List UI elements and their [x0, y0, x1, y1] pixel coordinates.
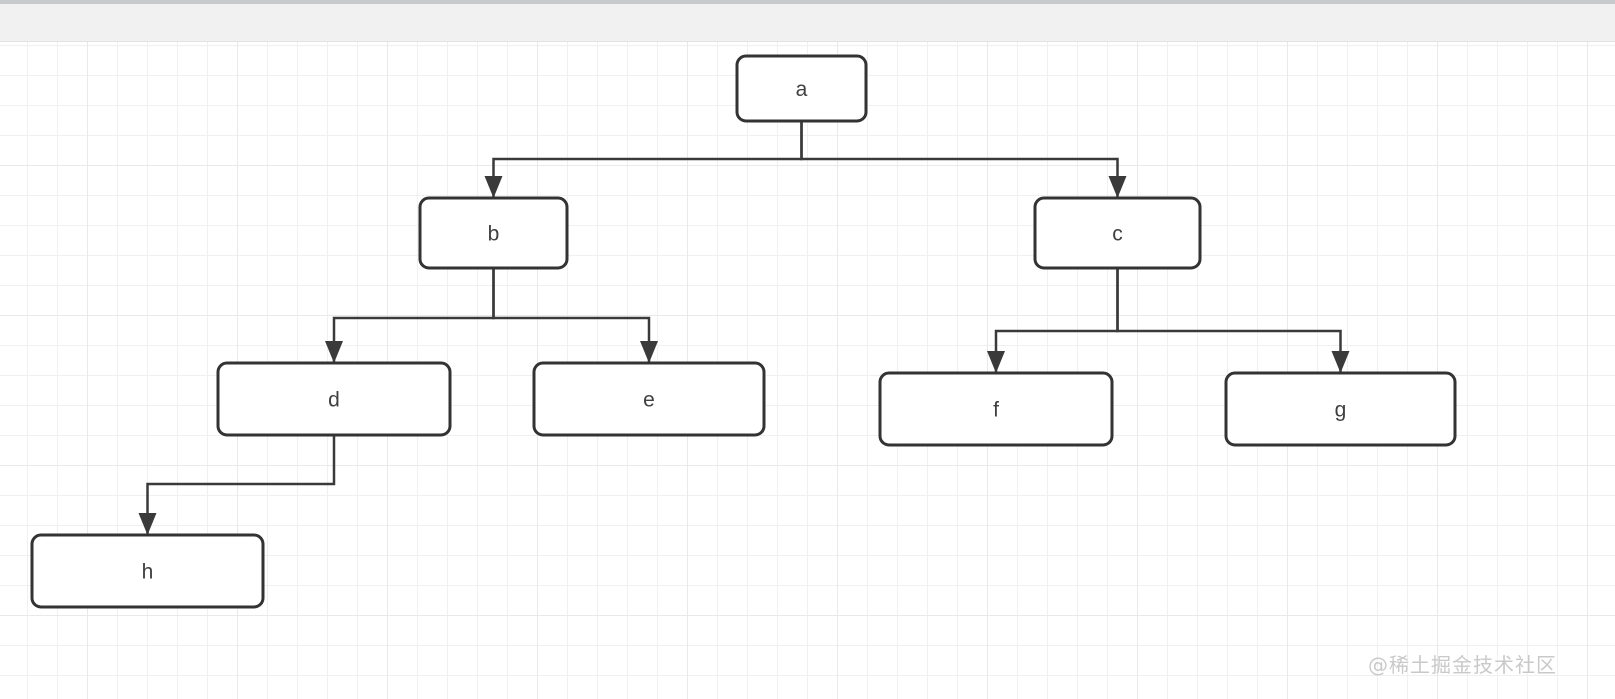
edge-a-c[interactable]	[800, 121, 1127, 198]
node-a-shape[interactable]	[735, 54, 868, 123]
node-f[interactable]: f	[878, 371, 1114, 447]
node-e[interactable]: e	[532, 361, 766, 437]
watermark: @稀土掘金技术社区	[1368, 653, 1557, 677]
node-g-shape[interactable]	[1224, 371, 1457, 447]
node-c-label: c	[1112, 223, 1123, 246]
node-d[interactable]: d	[216, 361, 452, 437]
edges-group	[138, 121, 1350, 535]
edge-d-h[interactable]	[138, 435, 336, 535]
nodes-group: a b c d e f g h	[30, 54, 1457, 609]
window-top-strip	[0, 0, 1615, 4]
node-h-label: h	[142, 561, 154, 584]
node-d-label: d	[328, 389, 340, 412]
node-f-shape[interactable]	[878, 371, 1114, 447]
node-b[interactable]: b	[418, 196, 569, 270]
node-h-shape[interactable]	[30, 533, 265, 609]
edge-b-d[interactable]	[325, 268, 495, 363]
toolbar-band	[0, 4, 1615, 42]
edge-c-f[interactable]	[987, 268, 1119, 373]
node-b-label: b	[488, 223, 500, 246]
node-f-label: f	[993, 399, 999, 422]
node-e-label: e	[643, 389, 655, 412]
node-d-shape[interactable]	[216, 361, 452, 437]
edge-b-e[interactable]	[492, 268, 658, 363]
edge-a-b[interactable]	[484, 121, 803, 198]
node-h[interactable]: h	[30, 533, 265, 609]
node-a-label: a	[796, 78, 808, 101]
node-g[interactable]: g	[1224, 371, 1457, 447]
node-g-label: g	[1335, 399, 1347, 422]
edge-c-g[interactable]	[1116, 268, 1350, 373]
node-c-shape[interactable]	[1033, 196, 1202, 270]
diagram-canvas[interactable]	[0, 42, 1615, 699]
node-e-shape[interactable]	[532, 361, 766, 437]
node-c[interactable]: c	[1033, 196, 1202, 270]
node-b-shape[interactable]	[418, 196, 569, 270]
node-a[interactable]: a	[735, 54, 868, 123]
